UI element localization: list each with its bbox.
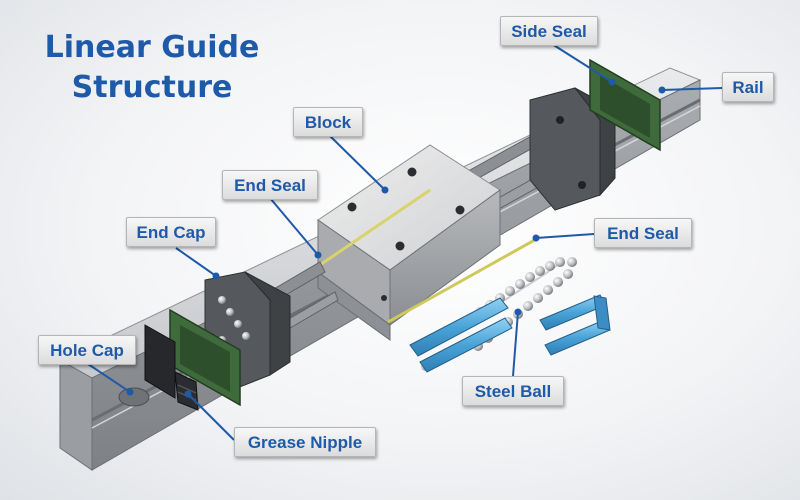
leader-grease-nipple	[187, 393, 235, 441]
steel-ball	[553, 277, 563, 287]
hole-cap	[118, 387, 150, 407]
leader-dot-hole-cap	[126, 388, 134, 396]
leader-end-cap	[175, 247, 217, 277]
leader-dot-end-cap	[212, 272, 220, 280]
right-side-seal-inner	[600, 75, 650, 138]
leader-dot-block	[381, 186, 389, 194]
leader-dot-rail	[658, 86, 666, 94]
carriage-block	[317, 144, 501, 341]
leader-dot-grease-nipple	[184, 390, 192, 398]
steel-ball	[567, 257, 577, 267]
steel-ball	[505, 286, 515, 296]
left-side-seal-inner	[180, 325, 230, 392]
label-steel-ball: Steel Ball	[462, 376, 564, 406]
grease-nipple-thread	[177, 384, 197, 394]
steel-ball	[525, 272, 535, 282]
right-end-cap-hole	[578, 181, 586, 189]
block-mount-hole	[395, 241, 405, 251]
steel-ball	[545, 261, 555, 271]
leader-block	[329, 135, 386, 191]
left-end-cap-side	[244, 271, 291, 376]
block-mount-hole	[347, 202, 357, 212]
block-mount-hole	[455, 205, 465, 215]
diagram-title: Linear Guide Structure	[22, 28, 282, 108]
leader-end-seal-left	[269, 197, 319, 256]
steel-ball	[535, 266, 545, 276]
block-side-hole	[381, 295, 387, 301]
ball-retainer-left	[409, 297, 509, 357]
label-hole-cap: Hole Cap	[38, 335, 136, 365]
steel-ball-chain	[409, 257, 611, 373]
label-end-seal-right: End Seal	[594, 218, 692, 248]
leader-end-seal-right	[535, 233, 595, 239]
steel-ball	[563, 269, 573, 279]
ball-retainer-right-end	[593, 295, 611, 331]
leader-rail	[661, 87, 723, 91]
block-flange	[317, 271, 391, 341]
label-end-cap: End Cap	[126, 217, 216, 247]
label-rail: Rail	[722, 72, 774, 102]
steel-ball	[533, 293, 543, 303]
left-end-cap-ball	[218, 296, 226, 304]
label-block: Block	[293, 107, 363, 137]
leader-hole-cap	[87, 363, 131, 393]
steel-ball	[555, 257, 565, 267]
left-end-cap-ball	[226, 308, 234, 316]
steel-ball	[543, 285, 553, 295]
end-seal-strip-left	[319, 188, 431, 267]
block-side-face	[389, 189, 501, 326]
ball-retainer-left-lower	[419, 317, 513, 373]
left-hole-plate	[144, 324, 176, 399]
steel-ball	[523, 301, 533, 311]
label-end-seal-left: End Seal	[222, 170, 318, 200]
rail-end-face	[59, 359, 93, 471]
leader-side-seal	[551, 43, 613, 83]
title-line-1: Linear Guide	[44, 30, 260, 65]
right-end-cap-hole	[556, 116, 564, 124]
label-side-seal: Side Seal	[500, 16, 598, 46]
title-line-2: Structure	[71, 70, 233, 105]
steel-ball	[515, 279, 525, 289]
leader-dot-steel-ball	[514, 308, 522, 316]
left-end-cap-ball	[242, 332, 250, 340]
left-end-cap-ball	[234, 320, 242, 328]
block-mount-hole	[407, 167, 417, 177]
leader-lines	[87, 43, 723, 441]
end-seal-strip-right	[387, 235, 541, 324]
right-end-cap-assembly	[469, 58, 661, 215]
leader-steel-ball	[512, 311, 519, 377]
leader-dot-side-seal	[608, 78, 616, 86]
leader-dot-end-seal-left	[314, 251, 322, 259]
left-end-cap-assembly	[144, 261, 339, 411]
label-grease-nipple: Grease Nipple	[234, 427, 376, 457]
leader-dot-end-seal-right	[532, 234, 540, 242]
